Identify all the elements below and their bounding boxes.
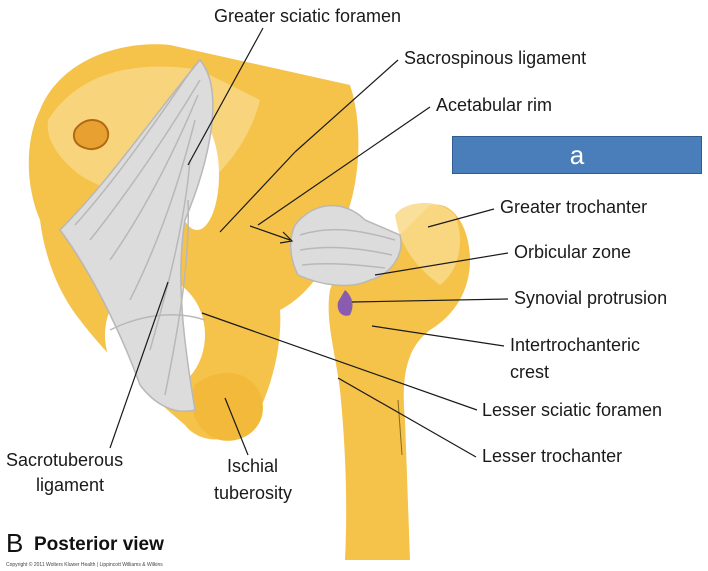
copyright-note: Copyright © 2011 Wolters Kluwer Health |… <box>6 561 163 568</box>
answer-box: a <box>452 136 702 174</box>
caption-title: Posterior view <box>34 534 164 555</box>
label-ischial-tuberosity-2: tuberosity <box>214 483 292 503</box>
label-acetabular-rim: Acetabular rim <box>436 95 552 115</box>
label-intertrochanteric-crest-1: Intertrochanteric <box>510 335 640 355</box>
label-sacrotuberous-ligament-2: ligament <box>36 475 104 495</box>
caption: B Posterior view Copyright © 2011 Wolter… <box>6 528 164 568</box>
label-ischial-tuberosity-1: Ischial <box>227 456 278 476</box>
label-sacrospinous-ligament: Sacrospinous ligament <box>404 48 586 68</box>
labels: Greater sciatic foramen Sacrospinous lig… <box>6 6 667 503</box>
label-greater-sciatic-foramen: Greater sciatic foramen <box>214 6 401 26</box>
synovial-protrusion-shape <box>337 290 353 316</box>
label-greater-trochanter: Greater trochanter <box>500 197 647 217</box>
answer-box-text: a <box>569 139 585 170</box>
caption-letter: B <box>6 528 23 558</box>
ligaments <box>59 58 402 412</box>
label-lesser-trochanter: Lesser trochanter <box>482 446 622 466</box>
label-sacrotuberous-ligament-1: Sacrotuberous <box>6 450 123 470</box>
label-lesser-sciatic-foramen: Lesser sciatic foramen <box>482 400 662 420</box>
label-intertrochanteric-crest-2: crest <box>510 362 549 382</box>
label-synovial-protrusion: Synovial protrusion <box>514 288 667 308</box>
label-orbicular-zone: Orbicular zone <box>514 242 631 262</box>
leader-lines <box>109 27 509 458</box>
